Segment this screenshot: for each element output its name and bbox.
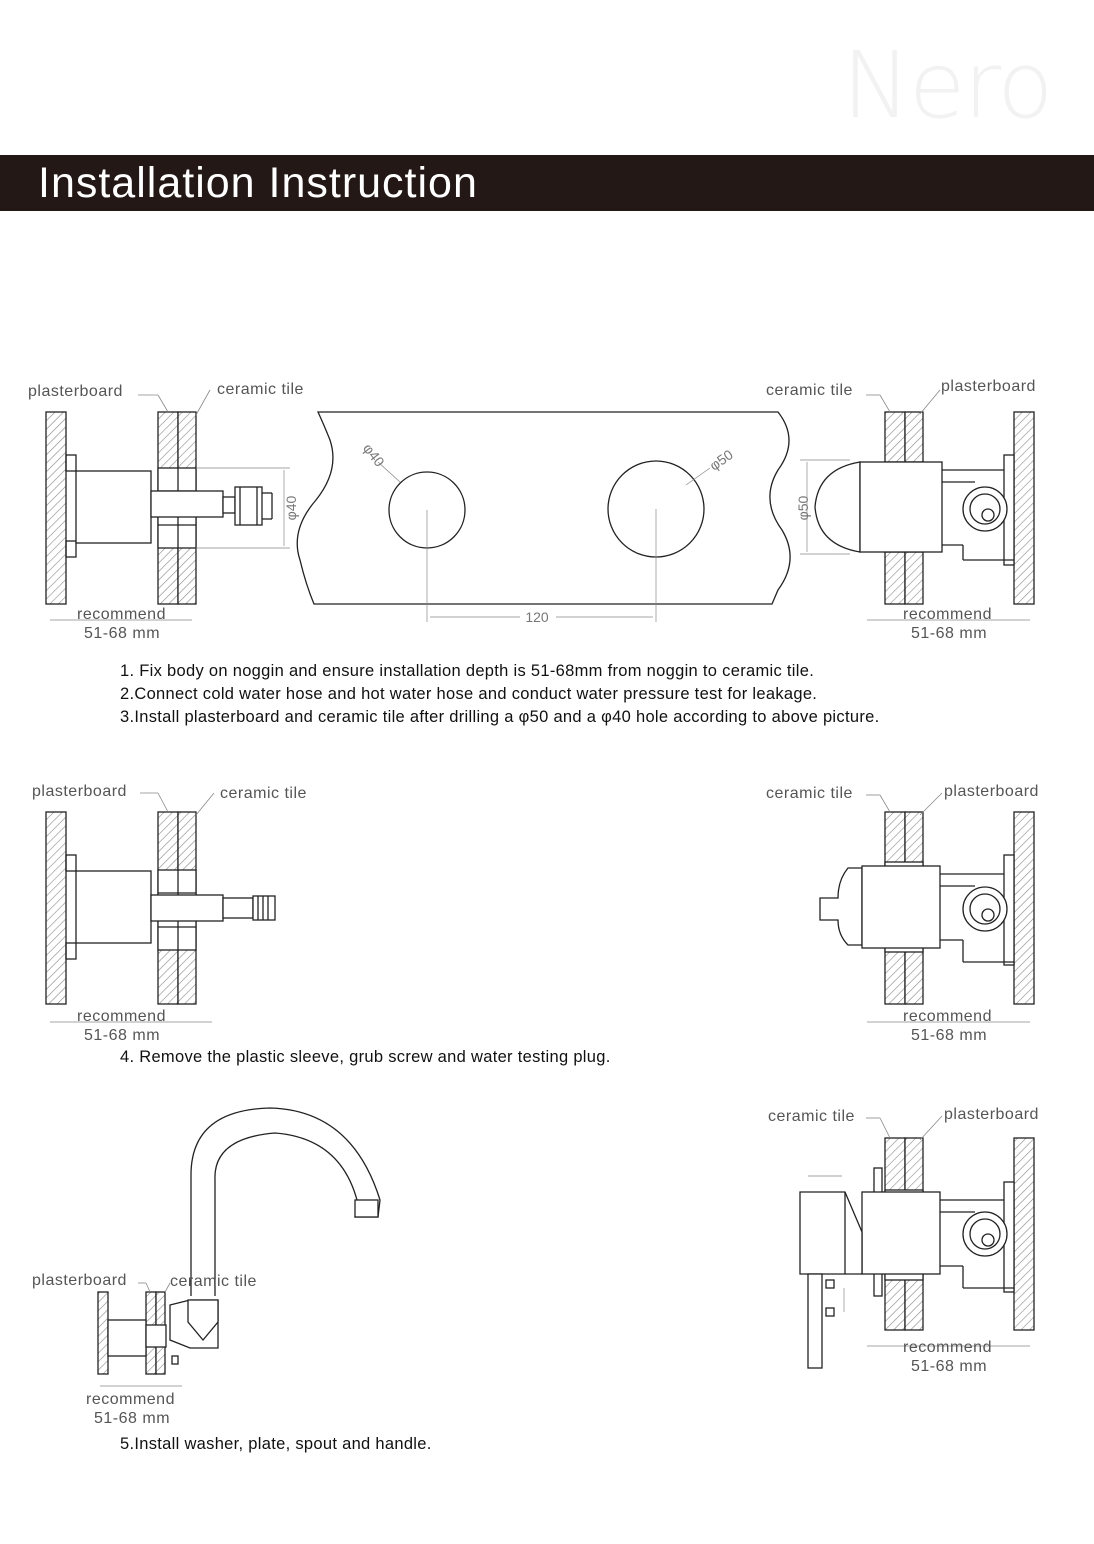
title-banner: Installation Instruction xyxy=(0,155,1094,211)
label-recommend-s2-right: recommend xyxy=(903,1008,992,1025)
label-ceramic-tile-s2-right: ceramic tile xyxy=(766,785,853,802)
section2-right-drawing xyxy=(819,792,1035,1023)
step-2-text: 2.Connect cold water hose and hot water … xyxy=(120,685,818,703)
step-5-text: 5.Install washer, plate, spout and handl… xyxy=(120,1435,432,1453)
label-plasterboard-s3-left: plasterboard xyxy=(32,1272,127,1289)
brand-logo-watermark: Nero xyxy=(842,32,1054,139)
label-depth-s3-right: 51-68 mm xyxy=(911,1358,988,1375)
label-recommend-s1-left: recommend xyxy=(77,606,166,623)
section1-cover-plate-template xyxy=(296,411,791,622)
dim-40-plate: φ40 xyxy=(360,440,388,469)
label-depth-s2-left: 51-68 mm xyxy=(84,1027,161,1044)
label-ceramic-tile-s2-left: ceramic tile xyxy=(220,785,307,802)
section2-left-drawing xyxy=(45,792,276,1023)
section3-spout-drawing xyxy=(97,1107,381,1387)
label-plasterboard-s2-left: plasterboard xyxy=(32,783,127,800)
label-ceramic-tile-s3-left: ceramic tile xyxy=(170,1273,257,1290)
label-plasterboard-s1-left: plasterboard xyxy=(28,383,123,400)
step-3-text: 3.Install plasterboard and ceramic tile … xyxy=(120,708,880,726)
page-title: Installation Instruction xyxy=(38,159,478,207)
label-ceramic-tile-s3-right: ceramic tile xyxy=(768,1108,855,1125)
label-plasterboard-s1-right: plasterboard xyxy=(941,378,1036,395)
label-recommend-s2-left: recommend xyxy=(77,1008,166,1025)
step-1-text: 1. Fix body on noggin and ensure install… xyxy=(120,662,815,680)
label-depth-s3-left: 51-68 mm xyxy=(94,1410,171,1427)
label-recommend-s3-left: recommend xyxy=(86,1391,175,1408)
label-ceramic-tile-s1-right: ceramic tile xyxy=(766,382,853,399)
step-4-text: 4. Remove the plastic sleeve, grub screw… xyxy=(120,1048,611,1066)
label-ceramic-tile-s1-left: ceramic tile xyxy=(217,381,304,398)
section1-right-drawing xyxy=(800,389,1035,621)
label-plasterboard-s2-right: plasterboard xyxy=(944,783,1039,800)
label-depth-s1-left: 51-68 mm xyxy=(84,625,161,642)
label-plasterboard-s3-right: plasterboard xyxy=(944,1106,1039,1123)
label-recommend-s1-right: recommend xyxy=(903,606,992,623)
dim-50-vertical-right: φ50 xyxy=(795,495,811,520)
label-depth-s1-right: 51-68 mm xyxy=(911,625,988,642)
label-recommend-s3-right: recommend xyxy=(903,1339,992,1356)
section3-handle-drawing xyxy=(799,1115,1035,1369)
dim-120-spacing: 120 xyxy=(525,609,549,625)
dim-50-plate: φ50 xyxy=(706,446,736,473)
section1-left-drawing xyxy=(45,389,290,621)
label-depth-s2-right: 51-68 mm xyxy=(911,1027,988,1044)
dim-40-vertical-left: φ40 xyxy=(283,495,299,520)
